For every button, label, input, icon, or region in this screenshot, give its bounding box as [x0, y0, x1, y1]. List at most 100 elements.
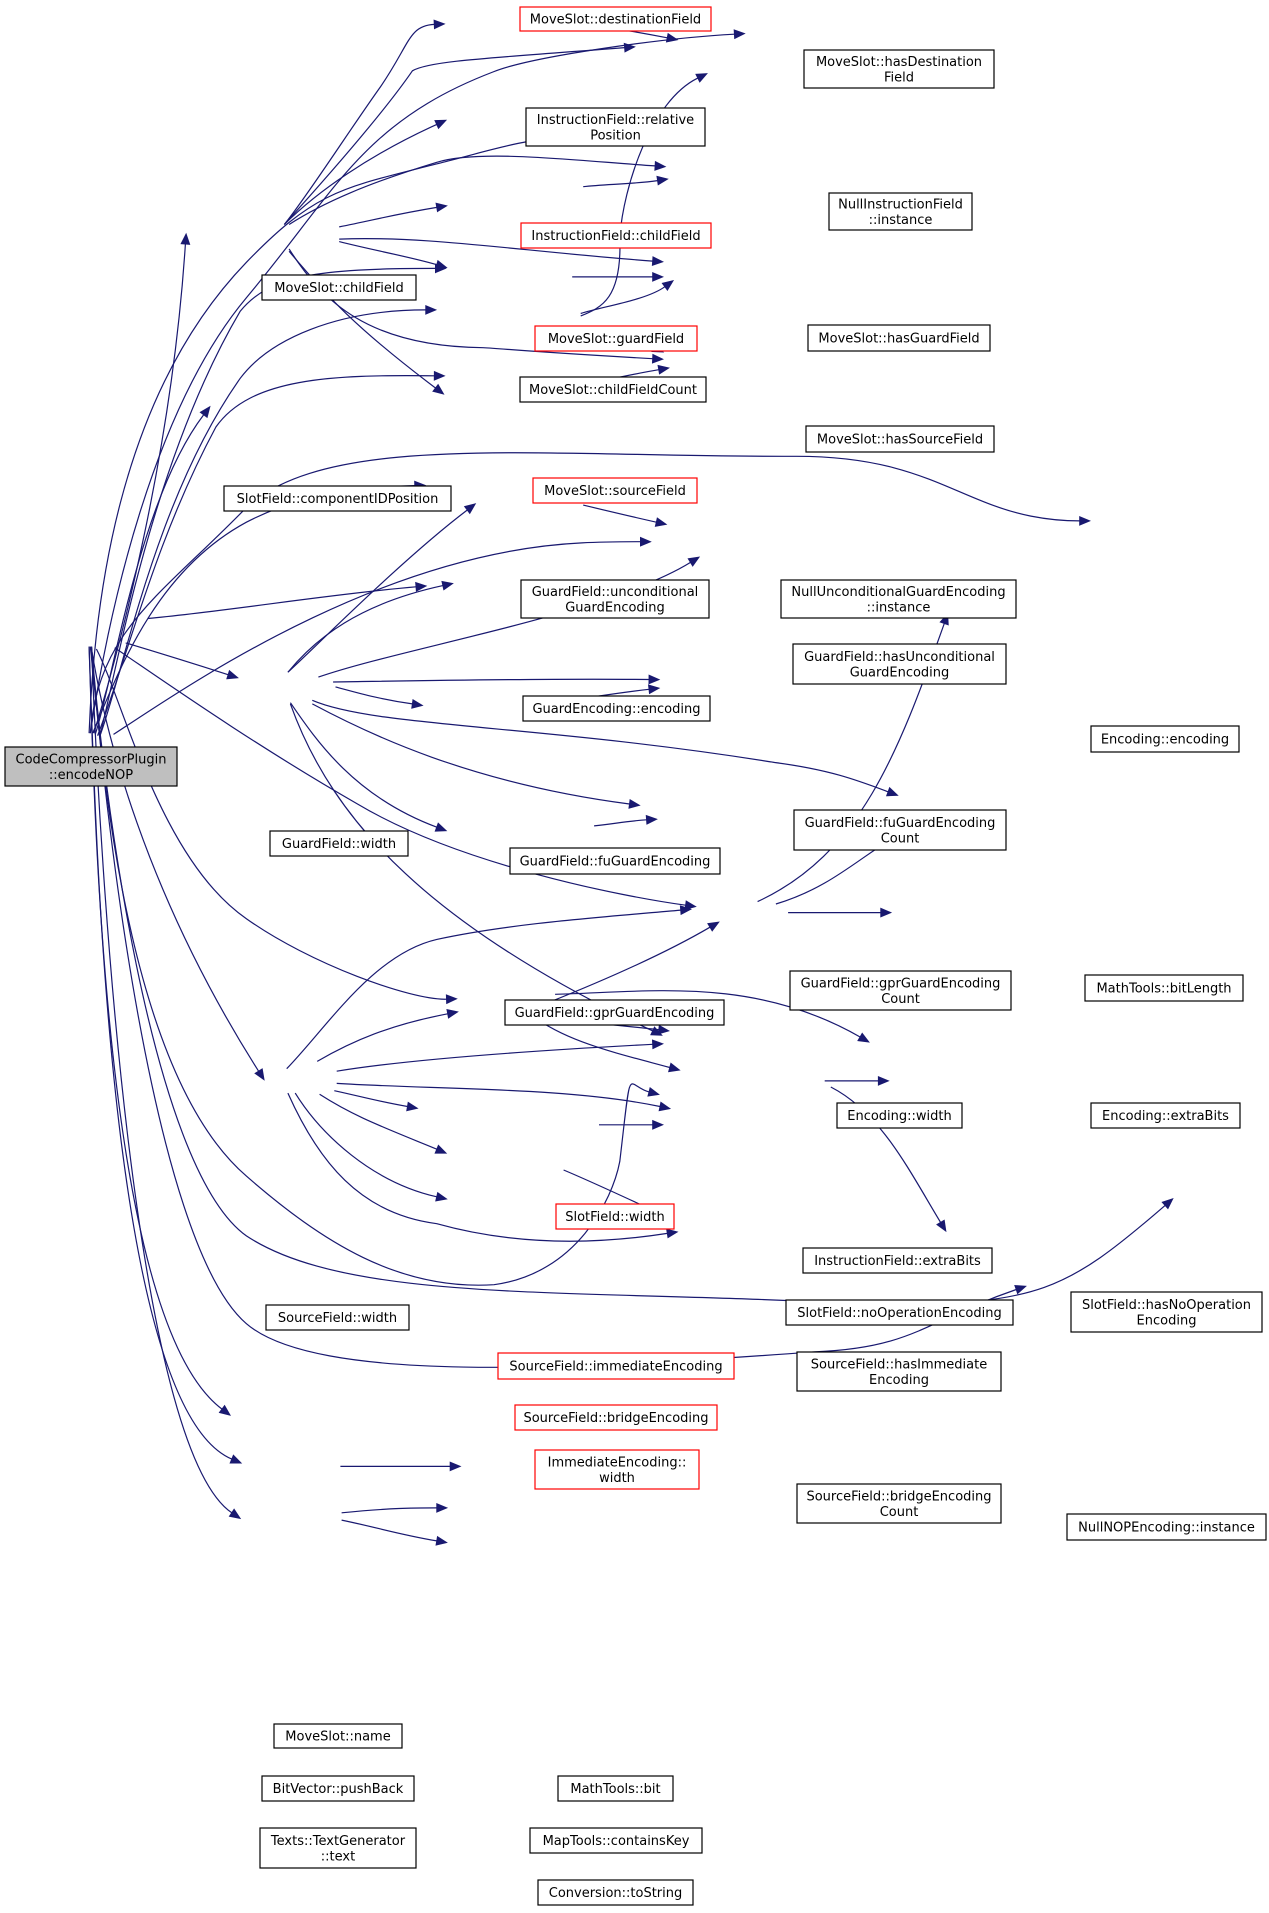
node-label: SlotField::width [565, 1210, 665, 1225]
arrowhead-icon [254, 1068, 265, 1081]
node-gfWidth[interactable]: GuardField::width [269, 830, 409, 857]
node-mtBit[interactable]: MathTools::bit [557, 1775, 674, 1802]
node-extraBits[interactable]: Encoding::extraBits [1090, 1102, 1241, 1129]
node-encEnc[interactable]: Encoding::encoding [1090, 725, 1240, 753]
edge-line [583, 504, 657, 523]
node-nullNop[interactable]: NullNOPEncoding::instance [1066, 1513, 1267, 1541]
edge-line [89, 646, 650, 1286]
node-hasSource[interactable]: MoveSlot::hasSourceField [805, 425, 995, 453]
node-label: GuardField::hasUnconditional [804, 650, 995, 665]
edge-gfWidth-to-fuCount [333, 674, 661, 685]
arrowhead-icon [199, 405, 211, 419]
arrowhead-icon [654, 160, 667, 171]
node-dest[interactable]: MoveSlot::destinationField [519, 6, 712, 32]
node-hasUncond[interactable]: GuardField::hasUnconditionalGuardEncodin… [792, 643, 1007, 685]
edge-gfWidth-to-gprCount [312, 703, 641, 809]
node-sfWidth[interactable]: SlotField::width [555, 1203, 675, 1230]
node-toString[interactable]: Conversion::toString [537, 1879, 694, 1906]
node-instrChild[interactable]: InstructionField::childField [520, 222, 712, 249]
node-label: Encoding [869, 1373, 929, 1388]
edge-msChild-to-hasGuard [339, 237, 664, 267]
node-label: MoveSlot::destinationField [530, 13, 701, 28]
node-ifExtra[interactable]: InstructionField::extraBits [802, 1247, 993, 1274]
arrowhead-icon [654, 517, 668, 527]
node-box [789, 970, 1012, 1011]
node-bridgeEnc[interactable]: SourceField::bridgeEncoding [514, 1404, 718, 1431]
edge-line [147, 586, 417, 620]
arrowhead-icon [679, 905, 692, 916]
node-geEnc[interactable]: GuardEncoding::encoding [522, 695, 711, 722]
node-label: Count [881, 831, 920, 846]
node-guardField[interactable]: MoveSlot::guardField [534, 325, 698, 352]
edge-msChild-to-guardField [339, 241, 448, 270]
arrowhead-icon [435, 1535, 448, 1546]
arrowhead-icon [434, 119, 448, 130]
node-nullInstr[interactable]: NullInstructionField::instance [828, 192, 973, 231]
node-box [796, 1483, 1002, 1524]
edge-line [288, 155, 656, 226]
node-label: MoveSlot::hasGuardField [818, 332, 979, 347]
node-label: Position [590, 128, 641, 143]
node-label: MoveSlot::hasSourceField [817, 433, 983, 448]
node-label: SlotField::noOperationEncoding [797, 1306, 1001, 1321]
node-textGen[interactable]: Texts::TextGenerator::text [259, 1827, 417, 1869]
node-immWidth[interactable]: ImmediateEncoding::width [534, 1449, 700, 1490]
node-box [532, 477, 698, 504]
node-msChild[interactable]: MoveSlot::childField [261, 274, 417, 301]
edge-line [88, 122, 668, 734]
node-label: BitVector::pushBack [273, 1782, 404, 1797]
node-hasGuard[interactable]: MoveSlot::hasGuardField [807, 324, 991, 352]
edge-line [335, 686, 413, 705]
node-containsKey[interactable]: MapTools::containsKey [529, 1827, 703, 1854]
arrowhead-icon [651, 353, 664, 364]
node-pushBack[interactable]: BitVector::pushBack [261, 1775, 415, 1802]
node-immEnc[interactable]: SourceField::immediateEncoding [497, 1352, 735, 1380]
arrowhead-icon [668, 1062, 681, 1073]
node-encWidth[interactable]: Encoding::width [836, 1102, 963, 1129]
node-box [807, 324, 991, 352]
edge-noOpEnc-to-nullNop [830, 1086, 947, 1233]
arrowhead-icon [433, 370, 446, 381]
node-box [519, 376, 707, 403]
arrowhead-icon [218, 1404, 232, 1416]
edge-msChild-to-nullInstr [288, 155, 667, 226]
node-box [537, 1879, 694, 1906]
node-nullUncond[interactable]: NullUnconditionalGuardEncoding::instance [780, 579, 1017, 619]
node-compId[interactable]: SlotField::componentIDPosition [223, 485, 452, 512]
edge-instrChild-to-nullInstr [583, 175, 669, 188]
edge-line [286, 909, 681, 1070]
node-gprEnc[interactable]: GuardField::gprGuardEncoding [504, 999, 725, 1026]
edge-line [89, 33, 735, 734]
node-box [557, 1775, 674, 1802]
edge-gprEnc-to-gprCount [594, 814, 658, 827]
node-childCount[interactable]: MoveSlot::childFieldCount [519, 376, 707, 403]
node-box [520, 579, 710, 619]
node-label: MathTools::bit [570, 1782, 660, 1797]
edge-line [339, 241, 437, 266]
arrowhead-icon [229, 1454, 243, 1464]
arrowhead-icon [180, 232, 191, 245]
edge-childCount-to-hasGuard [580, 280, 675, 315]
node-msName[interactable]: MoveSlot::name [273, 1723, 403, 1749]
node-noOpEnc[interactable]: SlotField::noOperationEncoding [785, 1299, 1014, 1326]
node-label: GuardField::fuGuardEncoding [805, 816, 996, 831]
node-bitLen[interactable]: MathTools::bitLength [1084, 974, 1244, 1002]
edge-srcWidth-to-encWidth [286, 905, 692, 1070]
node-srcWidth[interactable]: SourceField::width [265, 1304, 410, 1331]
edge-line [289, 702, 438, 828]
edge-textGen-to-toString [341, 1519, 448, 1546]
node-sourceField[interactable]: MoveSlot::sourceField [532, 477, 698, 504]
node-fuEnc[interactable]: GuardField::fuGuardEncoding [509, 847, 721, 875]
node-root[interactable]: CodeCompressorPlugin::encodeNOP [4, 746, 178, 787]
node-label: SourceField::immediateEncoding [509, 1360, 722, 1375]
edge-line [283, 47, 625, 225]
